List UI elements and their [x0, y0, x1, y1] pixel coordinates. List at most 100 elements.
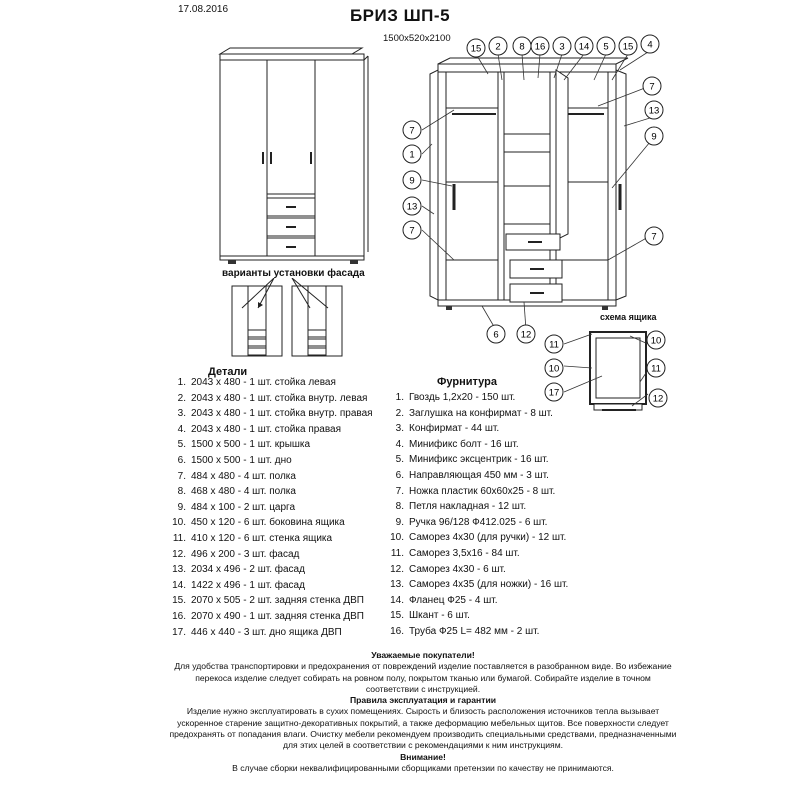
item-text: 1500 х 500 - 1 шт. крышка	[191, 439, 311, 451]
callout-label: 3	[559, 42, 564, 53]
detail-item: 9.484 х 100 - 2 шт. царга	[162, 500, 373, 516]
hardware-item: 8.Петля накладная - 12 шт.	[380, 499, 568, 515]
detail-item: 17. 446 х 440 - 3 шт. дно ящика ДВП	[162, 625, 373, 641]
detail-item: 10. 450 х 120 - 6 шт. боковина ящика	[162, 515, 373, 531]
detail-item: 1.2043 х 480 - 1 шт. стойка левая	[162, 375, 373, 391]
item-text: Минификс болт - 16 шт.	[409, 438, 519, 450]
item-text: 484 х 480 - 4 шт. полка	[191, 470, 296, 482]
wardrobe-front-view	[218, 47, 369, 264]
item-text: 450 х 120 - 6 шт. боковина ящика	[191, 517, 345, 529]
item-number: 15.	[390, 610, 404, 622]
item-text: Ножка пластик 60х60х25 - 8 шт.	[409, 485, 556, 497]
facade-variants-caption: варианты установки фасада	[222, 268, 365, 279]
item-number: 9.	[177, 501, 186, 513]
item-number: 17.	[172, 626, 186, 638]
hardware-item: 3. Конфирмат - 44 шт.	[380, 421, 568, 437]
detail-item: 6.1500 х 500 - 1 шт. дно	[162, 453, 373, 469]
callout-label: 7	[409, 226, 414, 237]
callout-marker: 5	[596, 36, 616, 56]
callout-marker: 7	[642, 76, 662, 96]
item-number: 14.	[390, 594, 404, 606]
item-number: 10.	[172, 517, 186, 529]
product-title: БРИЗ ШП-5	[349, 6, 451, 25]
item-number: 12.	[390, 563, 404, 575]
item-number: 12.	[172, 548, 186, 560]
callout-label: 8	[519, 42, 524, 53]
callout-marker: 1	[402, 144, 422, 164]
item-text: Саморез 4х30 (для ручки) - 12 шт.	[409, 532, 567, 544]
callout-label: 7	[649, 82, 654, 93]
item-number: 8.	[395, 501, 404, 513]
item-number: 1.	[395, 392, 404, 403]
item-number: 5.	[395, 454, 404, 466]
callout-label: 4	[647, 40, 652, 51]
callout-label: 11	[549, 340, 559, 351]
callout-marker: 13	[644, 100, 664, 120]
notice-heading-attention: Внимание!	[400, 751, 446, 762]
hardware-item: 14.Фланец Ф25 - 4 шт.	[380, 593, 568, 609]
item-text: 446 х 440 - 3 шт. дно ящика ДВП	[191, 626, 342, 638]
document-date: 17.08.2016	[178, 4, 229, 15]
item-text: Направляющая 450 мм - 3 шт.	[409, 469, 549, 481]
item-number: 16.	[172, 610, 186, 622]
callout-label: 9	[651, 132, 656, 143]
callout-label: 5	[603, 42, 608, 53]
callout-marker: 17	[544, 382, 564, 402]
callout-label: 7	[651, 232, 656, 243]
item-text: Саморез 4х30 - 6 шт.	[409, 563, 506, 575]
item-text: Гвоздь 1,2х20 - 150 шт.	[409, 392, 516, 403]
item-number: 5.	[177, 439, 186, 451]
item-text: 1422 х 496 - 1 шт. фасад	[191, 579, 305, 591]
item-text: Конфирмат - 44 шт.	[409, 423, 500, 435]
callout-label: 14	[579, 42, 590, 53]
item-text: Труба Ф25 L= 482 мм - 2 шт.	[409, 625, 540, 637]
detail-item: 4.2043 х 480 - 1 шт. стойка правая	[162, 422, 373, 438]
item-text: 2043 х 480 - 1 шт. стойка внутр. левая	[191, 392, 368, 404]
item-text: 410 х 120 - 6 шт. стенка ящика	[191, 532, 333, 544]
item-number: 1.	[177, 377, 186, 388]
callout-label: 16	[535, 42, 546, 53]
hardware-item: 7. Ножка пластик 60х60х25 - 8 шт.	[380, 484, 568, 500]
detail-item: 7. 484 х 480 - 4 шт. полка	[162, 469, 373, 485]
facade-variants-diagram	[231, 278, 343, 357]
callout-marker: 14	[574, 36, 594, 56]
callout-marker: 3	[552, 36, 572, 56]
callout-label: 9	[409, 176, 414, 187]
callout-marker: 8	[512, 36, 532, 56]
hardware-list: 1.Гвоздь 1,2х20 - 150 шт.2.Заглушка на к…	[380, 390, 568, 640]
callout-label: 12	[521, 330, 532, 341]
item-number: 7.	[177, 470, 186, 482]
item-number: 6.	[177, 454, 186, 466]
notice-heading-customers: Уважаемые покупатели!	[371, 650, 475, 660]
notice-paragraph-delivery: Для удобства транспортировки и предохран…	[174, 661, 672, 694]
callout-marker: 10	[646, 330, 666, 350]
callout-marker: 6	[486, 324, 506, 344]
item-text: 496 х 200 - 3 шт. фасад	[191, 548, 300, 560]
hardware-item: 13.Саморез 4х35 (для ножки) - 16 шт.	[380, 577, 568, 593]
callout-label: 1	[409, 150, 414, 161]
hardware-item: 4.Минификс болт - 16 шт.	[380, 437, 568, 453]
callout-marker: 7	[402, 220, 422, 240]
hardware-item: 15.Шкант - 6 шт.	[380, 608, 568, 624]
detail-item: 11.410 х 120 - 6 шт. стенка ящика	[162, 531, 373, 547]
callout-label: 15	[623, 42, 634, 53]
notice-paragraph-claims: В случае сборки неквалифицированными сбо…	[232, 762, 614, 773]
item-text: 2043 х 480 - 1 шт. стойка внутр. правая	[191, 408, 373, 420]
callout-label: 2	[495, 42, 500, 53]
item-number: 7.	[395, 485, 404, 497]
detail-item: 3.2043 х 480 - 1 шт. стойка внутр. права…	[162, 406, 373, 422]
item-number: 9.	[395, 516, 404, 528]
item-number: 3.	[395, 423, 404, 435]
drawer-scheme-caption: схема ящика	[600, 312, 657, 322]
callout-marker: 4	[640, 34, 660, 54]
item-text: Саморез 4х35 (для ножки) - 16 шт.	[409, 579, 569, 591]
item-number: 13.	[172, 564, 186, 576]
callout-label: 13	[407, 202, 418, 213]
notice-heading-warranty: Правила эксплуатация и гарантии	[349, 695, 497, 706]
item-number: 2.	[395, 407, 404, 419]
callout-marker: 11	[646, 358, 666, 378]
